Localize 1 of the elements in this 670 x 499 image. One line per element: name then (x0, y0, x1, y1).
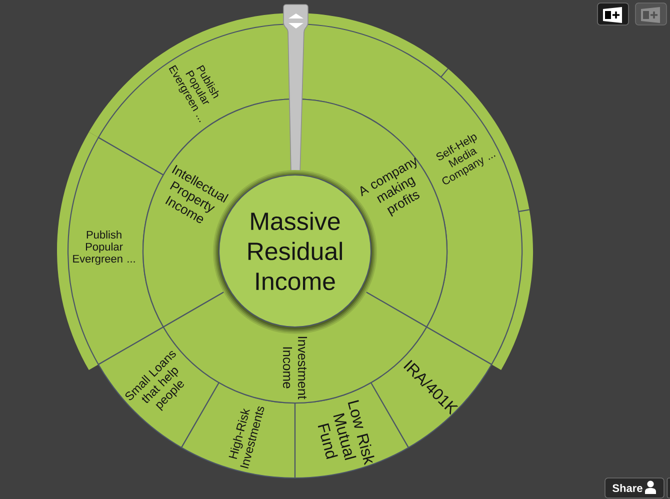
share-button: Share (604, 478, 664, 498)
